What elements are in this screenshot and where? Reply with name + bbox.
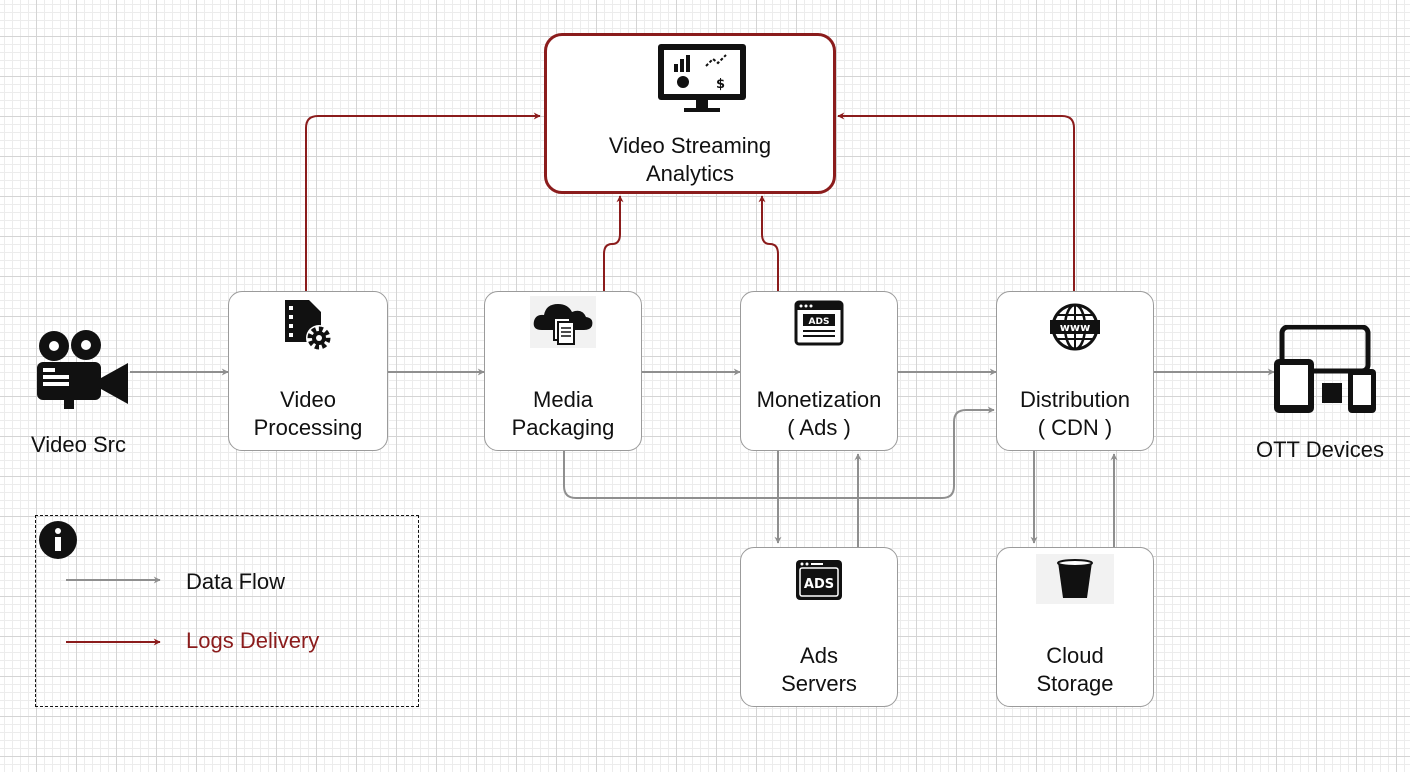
video-file-gear-icon <box>285 300 332 351</box>
svg-text:$: $ <box>716 77 725 92</box>
node-ads-servers[interactable]: ADS Ads Servers <box>740 547 898 707</box>
svg-text:ADS: ADS <box>804 577 834 592</box>
log-edge-processing <box>305 112 541 292</box>
node-label-ads-servers: Ads Servers <box>781 643 857 696</box>
node-cloud-storage[interactable]: Cloud Storage <box>996 547 1154 707</box>
log-edge-distribution <box>837 112 1075 292</box>
svg-text:www: www <box>1060 321 1091 334</box>
cloud-documents-icon <box>530 296 596 348</box>
legend-data-flow-label: Data Flow <box>186 569 286 594</box>
film-camera-icon <box>37 330 128 409</box>
legend-logs-delivery-label: Logs Delivery <box>186 628 320 653</box>
node-analytics[interactable]: $ Video Streaming Analytics <box>544 33 836 194</box>
devices-icon <box>1274 325 1376 413</box>
node-distribution[interactable]: www Distribution ( CDN ) <box>996 291 1154 451</box>
node-media-packaging[interactable]: Media Packaging <box>484 291 642 451</box>
logs-delivery-edges <box>305 112 1075 292</box>
analytics-monitor-icon: $ <box>658 44 746 112</box>
storage-bucket-icon <box>1036 554 1114 604</box>
ads-server-window-icon: ADS <box>796 560 842 600</box>
node-label-video-processing: Video Processing <box>253 387 363 440</box>
label-video-src: Video Src <box>31 432 126 457</box>
globe-www-icon: www <box>1050 303 1100 351</box>
legend-box: Data Flow Logs Delivery <box>35 515 419 707</box>
ads-window-icon: ADS <box>794 300 844 346</box>
node-label-cloud-storage: Cloud Storage <box>1036 643 1114 696</box>
node-monetization[interactable]: ADS Monetization ( Ads ) <box>740 291 898 451</box>
info-icon <box>39 521 77 559</box>
data-flow-edges <box>130 368 1275 547</box>
log-edge-monetization <box>758 195 779 292</box>
node-label-distribution: Distribution ( CDN ) <box>1019 387 1131 440</box>
node-label-monetization: Monetization ( Ads ) <box>756 387 882 440</box>
node-label-media-packaging: Media Packaging <box>511 387 615 440</box>
log-edge-packaging <box>603 195 624 292</box>
node-label-analytics: Video Streaming Analytics <box>608 133 772 186</box>
label-ott-devices: OTT Devices <box>1256 437 1384 462</box>
svg-text:ADS: ADS <box>809 317 830 327</box>
node-video-processing[interactable]: Video Processing <box>228 291 388 451</box>
edge-packaging-to-distribution <box>563 406 995 499</box>
